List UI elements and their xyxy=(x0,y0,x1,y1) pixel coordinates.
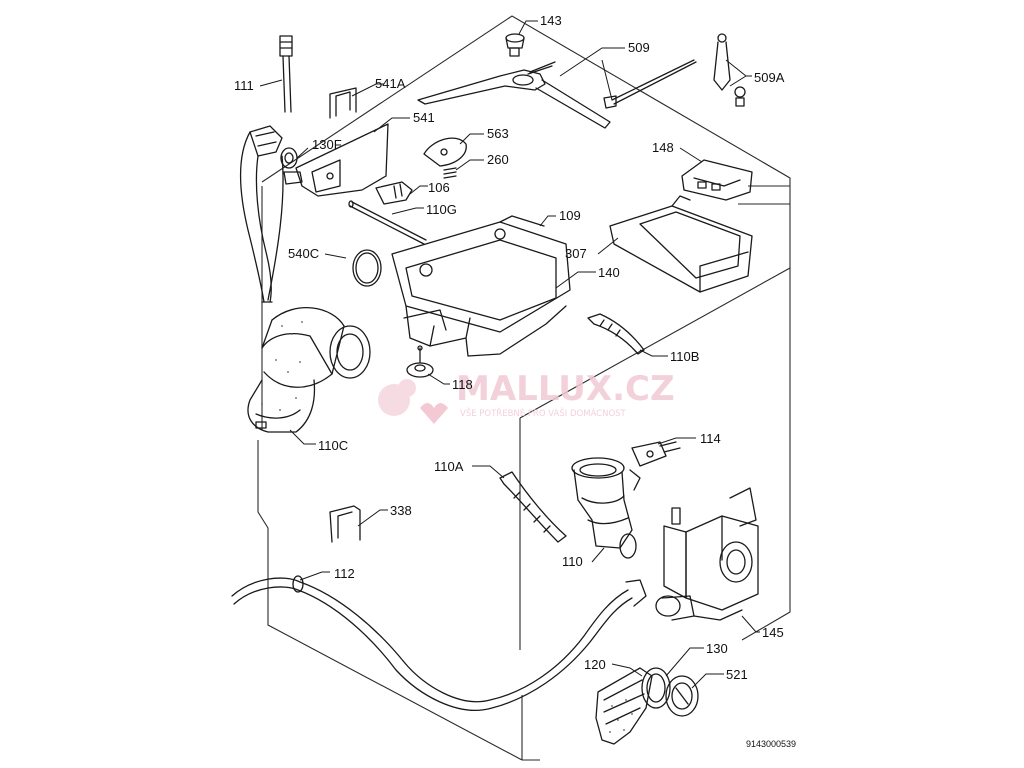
label-145: 145 xyxy=(762,625,784,640)
part-145-pump xyxy=(655,487,759,621)
drawing-code: 9143000539 xyxy=(746,739,796,749)
part-541a-clip xyxy=(329,87,357,119)
part-509a-lever xyxy=(713,33,746,107)
label-521: 521 xyxy=(726,667,748,682)
part-110c-bellows xyxy=(247,307,371,433)
label-509: 509 xyxy=(628,40,650,55)
label-118: 118 xyxy=(452,377,473,392)
label-110b: 110B xyxy=(670,349,699,364)
label-120: 120 xyxy=(584,657,606,672)
label-307: 307 xyxy=(565,246,587,261)
watermark-tagline: VŠE POTŘEBNÉ PRO VAŠI DOMÁCNOST xyxy=(460,407,627,419)
label-140: 140 xyxy=(598,265,620,280)
part-114-sensor xyxy=(631,441,681,467)
part-148-handle xyxy=(681,159,753,201)
part-120-filter xyxy=(595,667,653,745)
part-338-clip xyxy=(329,505,361,543)
part-509-rod xyxy=(603,59,697,109)
label-143: 143 xyxy=(540,13,562,28)
label-509a: 509A xyxy=(754,70,785,85)
watermark: MALLUX.CZ VŠE POTŘEBNÉ PRO VAŠI DOMÁCNOS… xyxy=(378,369,675,424)
part-260-spring xyxy=(443,167,457,179)
label-110g: 110G xyxy=(426,202,457,217)
watermark-brand: MALLUX.CZ xyxy=(456,369,675,409)
part-110g-rod xyxy=(348,200,427,245)
part-509-bracket xyxy=(417,61,611,129)
part-130f-ring xyxy=(280,147,298,169)
part-143-knob xyxy=(505,33,525,57)
part-521-cap xyxy=(665,675,699,717)
label-109: 109 xyxy=(559,208,581,223)
label-541: 541 xyxy=(413,110,435,125)
part-563-cam xyxy=(423,137,467,167)
label-260: 260 xyxy=(487,152,509,167)
label-111: 111 xyxy=(234,78,254,93)
label-106: 106 xyxy=(428,180,450,195)
part-109-140-dispenser-housing xyxy=(391,215,571,357)
label-541a: 541A xyxy=(375,76,406,91)
part-540c-gasket xyxy=(352,249,382,287)
part-130-ring xyxy=(641,667,671,709)
label-540c: 540C xyxy=(288,246,319,261)
leader-lines xyxy=(259,20,760,689)
part-110a-hose xyxy=(499,471,567,543)
label-148: 148 xyxy=(652,140,674,155)
part-106-connector xyxy=(375,181,413,205)
part-112-drain-hose xyxy=(231,575,647,711)
part-110-sump-hose xyxy=(571,457,641,559)
label-130: 130 xyxy=(706,641,728,656)
part-110b-hose xyxy=(587,313,645,355)
label-130f: 130F xyxy=(312,137,342,152)
part-labels: 143 509 509A 111 541A 541 130F 563 260 1… xyxy=(234,13,785,682)
part-inlet-elbow-hose xyxy=(239,125,284,303)
part-118-gear xyxy=(406,345,434,378)
label-110c: 110C xyxy=(318,438,348,453)
label-563: 563 xyxy=(487,126,509,141)
label-338: 338 xyxy=(390,503,412,518)
label-114: 114 xyxy=(700,431,721,446)
part-111-inlet-hose xyxy=(279,35,293,113)
part-541-bracket xyxy=(283,123,389,197)
label-112: 112 xyxy=(334,566,355,581)
cabinet-outline xyxy=(257,15,791,761)
label-110: 110 xyxy=(562,554,583,569)
label-110a: 110A xyxy=(434,459,464,474)
part-307-drawer xyxy=(609,195,753,293)
